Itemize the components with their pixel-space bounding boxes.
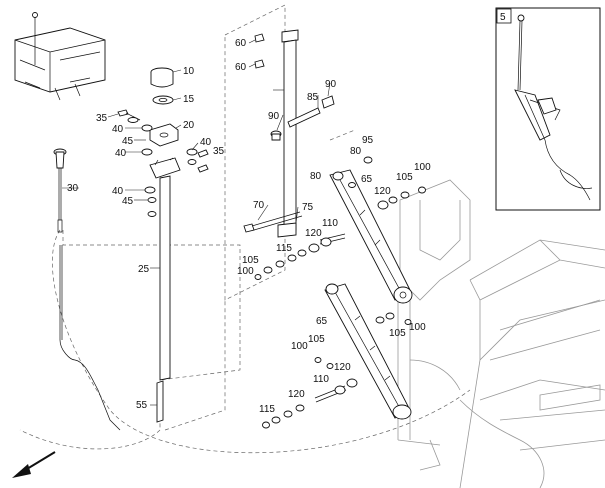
callout-30: 30: [67, 183, 79, 194]
callout-40: 40: [112, 124, 124, 135]
inset-label: 5: [500, 12, 506, 23]
lower-arm: [324, 283, 412, 420]
callout-75: 75: [302, 202, 314, 213]
washer-stack-upper: [348, 156, 426, 210]
callout-100: 100: [414, 162, 431, 173]
upper-arm: [329, 169, 413, 304]
callout-110: 110: [313, 374, 329, 385]
pins: [270, 95, 335, 141]
main-post: [149, 157, 181, 423]
callout-105: 105: [396, 172, 413, 183]
callout-105: 105: [242, 255, 259, 266]
callouts: 10 15 20 25 30 35 35 40 40 40 40 45 45 5…: [67, 12, 506, 415]
callout-60: 60: [235, 62, 247, 73]
callout-105: 105: [389, 328, 406, 339]
callout-90: 90: [268, 111, 280, 122]
washer-stack-lower: [262, 312, 412, 429]
callout-120: 120: [334, 362, 351, 373]
callout-80: 80: [310, 171, 322, 182]
callout-120: 120: [305, 228, 322, 239]
callout-95: 95: [362, 135, 374, 146]
long-bolt: [243, 211, 303, 233]
fastener-cluster: [117, 109, 209, 217]
callout-100: 100: [409, 322, 426, 333]
callout-40: 40: [200, 137, 212, 148]
center-rod: [254, 29, 299, 238]
callout-15: 15: [183, 94, 195, 105]
callout-100: 100: [291, 341, 308, 352]
dipstick: [53, 148, 121, 431]
leader-lines: [62, 39, 331, 406]
callout-25: 25: [138, 264, 150, 275]
assembly-lines: [19, 4, 471, 454]
callout-70: 70: [253, 200, 265, 211]
callout-90: 90: [325, 79, 337, 90]
callout-80: 80: [350, 146, 362, 157]
callout-40: 40: [115, 148, 127, 159]
callout-120: 120: [288, 389, 305, 400]
callout-45: 45: [122, 136, 134, 147]
callout-60: 60: [235, 38, 247, 49]
inset-panel: [495, 7, 601, 211]
callout-35: 35: [213, 146, 225, 157]
callout-110: 110: [322, 218, 338, 229]
callout-115: 115: [276, 243, 292, 254]
machine-outline: [397, 179, 605, 488]
callout-105: 105: [308, 334, 325, 345]
callout-40: 40: [112, 186, 124, 197]
callout-45: 45: [122, 196, 134, 207]
direction-arrow: [12, 451, 56, 478]
callout-115: 115: [259, 404, 275, 415]
callout-10: 10: [183, 66, 195, 77]
hopper-box: [14, 12, 106, 101]
callout-20: 20: [183, 120, 195, 131]
callout-35: 35: [96, 113, 108, 124]
knob-assembly: [149, 67, 179, 147]
callout-120: 120: [374, 186, 391, 197]
washer-stack-mid: [254, 233, 346, 280]
callout-85: 85: [307, 92, 319, 103]
callout-100: 100: [237, 266, 254, 277]
callout-55: 55: [136, 400, 148, 411]
callout-65: 65: [316, 316, 328, 327]
callout-65: 65: [361, 174, 373, 185]
